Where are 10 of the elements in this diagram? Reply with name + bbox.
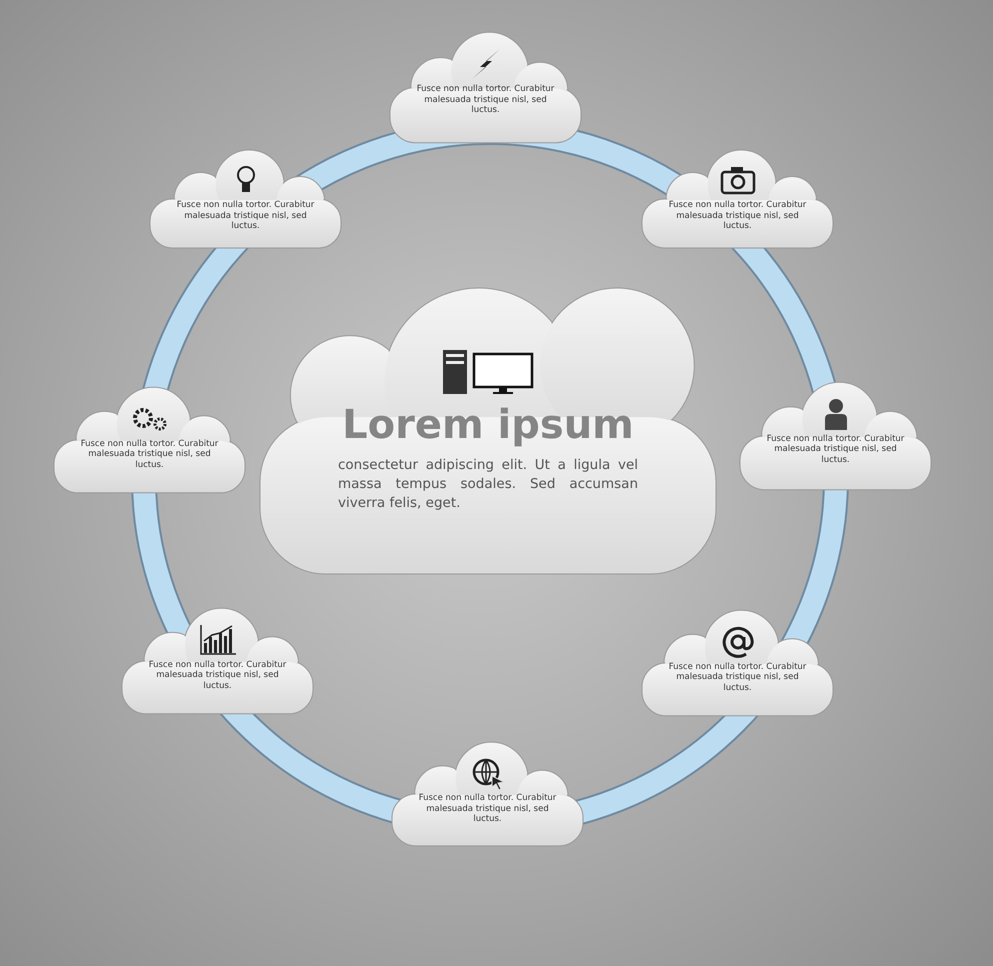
- cloud-text: Fusce non nulla tortor. Curabitur malesuada tristique nisl, sed luctus.: [668, 200, 808, 232]
- cloud-text: Fusce non nulla tortor. Curabitur malesuada tristique nisl, sed luctus.: [418, 793, 558, 825]
- cloud-text: Fusce non nulla tortor. Curabitur malesuada tristique nisl, sed luctus.: [80, 438, 220, 470]
- cloud-text: Fusce non nulla tortor. Curabitur malesuada tristique nisl, sed luctus.: [148, 660, 288, 691]
- cloud-text: Fusce non nulla tortor. Curabitur malesuada tristique nisl, sed luctus.: [766, 434, 906, 466]
- cloud-text: Fusce non nulla tortor. Curabitur malesuada tristique nisl, sed luctus.: [416, 84, 556, 116]
- cloud-text: Fusce non nulla tortor. Curabitur malesuada tristique nisl, sed luctus.: [176, 200, 316, 232]
- body-text: consectetur adipiscing elit. Ut a ligula vel massa tempus sodales. Sed accumsan viverra felis, eget.: [338, 456, 638, 513]
- heading: Lorem ipsum: [342, 402, 634, 448]
- cloud-text: Fusce non nulla tortor. Curabitur malesuada tristique nisl, sed luctus.: [668, 662, 808, 693]
